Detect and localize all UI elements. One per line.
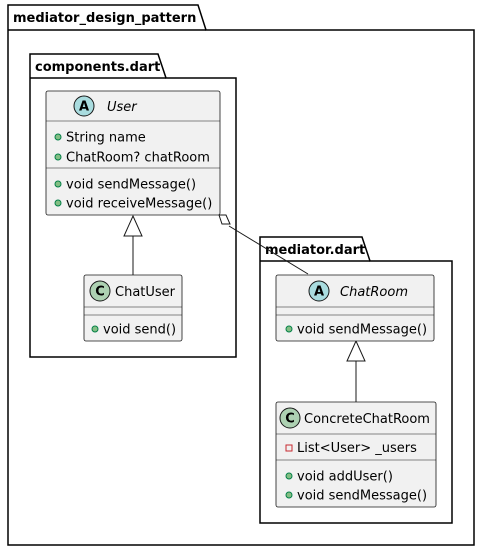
class-kind-user: A (79, 100, 89, 115)
public-visibility-icon (54, 180, 62, 188)
class-name-user: User (107, 100, 138, 115)
private-visibility-icon (285, 444, 293, 452)
method-user-sendmessage: void sendMessage() (66, 178, 196, 193)
method-user-receivemessage: void receiveMessage() (66, 197, 212, 212)
field-user-chatroom: ChatRoom? chatRoom (66, 151, 210, 166)
abstract-badge-icon (308, 280, 330, 302)
class-kind-concretechatroom: C (285, 412, 295, 427)
class-badge-icon (279, 407, 301, 429)
method-chatuser-send: void send() (103, 323, 176, 338)
public-visibility-icon (285, 472, 293, 480)
inheritance-concretechatroom-to-chatroom (346, 339, 366, 402)
class-user[interactable]: A User String name ChatRoom? chatRoom vo… (45, 90, 221, 216)
method-concretechatroom-sendmessage: void sendMessage() (297, 489, 427, 504)
method-chatroom-sendmessage: void sendMessage() (297, 323, 427, 338)
abstract-badge-icon (73, 95, 95, 117)
aggregation-user-chatroom (218, 214, 309, 275)
class-kind-chatroom: A (314, 285, 324, 300)
package-title-outer: mediator_design_pattern (13, 11, 196, 26)
class-chatuser[interactable]: C ChatUser void send() (83, 274, 183, 342)
public-visibility-icon (54, 199, 62, 207)
class-name-chatroom: ChatRoom (340, 285, 408, 300)
class-kind-chatuser: C (95, 285, 105, 300)
public-visibility-icon (91, 325, 99, 333)
public-visibility-icon (285, 491, 293, 499)
package-title-mediator: mediator.dart (265, 243, 365, 258)
field-user-name: String name (66, 131, 146, 146)
public-visibility-icon (285, 325, 293, 333)
class-chatroom[interactable]: A ChatRoom void sendMessage() (275, 274, 435, 342)
method-concretechatroom-adduser: void addUser() (297, 470, 393, 485)
inheritance-chatuser-to-user (123, 214, 143, 275)
class-name-concretechatroom: ConcreteChatRoom (304, 412, 430, 427)
field-concretechatroom-users: List<User> _users (297, 441, 417, 456)
class-badge-icon (89, 280, 111, 302)
public-visibility-icon (54, 153, 62, 161)
public-visibility-icon (54, 133, 62, 141)
package-title-components: components.dart (35, 60, 160, 75)
class-name-chatuser: ChatUser (115, 285, 176, 300)
class-concretechatroom[interactable]: C ConcreteChatRoom List<User> _users voi… (275, 401, 437, 508)
